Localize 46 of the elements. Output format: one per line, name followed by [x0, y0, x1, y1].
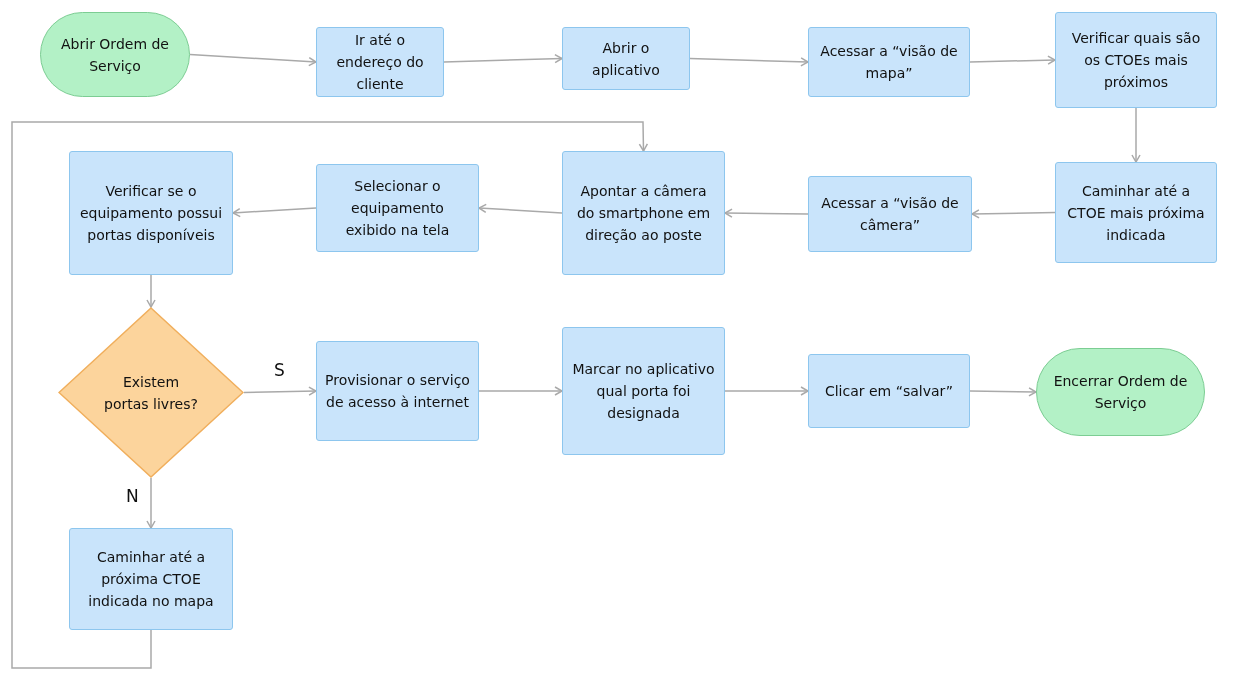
arrow: [146, 477, 156, 529]
node-text: Provisionar o serviço de acesso à internet: [324, 371, 471, 412]
decision-diamond: [58, 307, 244, 478]
node-text: Acessar a “visão de câmera”: [820, 194, 960, 235]
process-box: [808, 27, 970, 97]
node-text: Marcar no aplicativo qual porta foi designada: [571, 360, 716, 423]
arrow: [969, 55, 1056, 65]
arrow: [443, 53, 563, 64]
node-text: Acessar a “visão de mapa”: [819, 42, 959, 83]
process-box: [69, 528, 233, 630]
node-text: Caminhar até a próxima CTOE indicada no mapa: [87, 548, 215, 611]
arrow: [232, 207, 317, 218]
arrow: [724, 386, 809, 396]
process-box: [316, 164, 479, 252]
node-text: Clicar em “salvar”: [823, 382, 955, 401]
process-box: [316, 341, 479, 441]
arrow: [969, 387, 1037, 397]
node-text: Apontar a câmera do smartphone em direção ao poste: [575, 182, 712, 245]
node-text: Existem portas livres?: [103, 372, 199, 414]
node-text: Selecionar o equipamento exibido na tela: [344, 177, 451, 240]
process-box: [808, 176, 972, 252]
process-box: [808, 354, 970, 428]
node-text: Verificar quais são os CTOEs mais próximos: [1070, 29, 1202, 92]
arrow: [724, 208, 809, 218]
arrow: [11, 121, 649, 669]
node-text: Ir até o endereço do cliente: [335, 31, 425, 94]
arrow: [1131, 107, 1141, 163]
arrow: [146, 274, 156, 308]
node-text: Abrir o aplicativo: [591, 38, 661, 80]
arrow: [478, 203, 563, 214]
process-box: [1055, 162, 1217, 263]
arrow: [243, 386, 317, 396]
process-box: [1055, 12, 1217, 108]
arrow: [971, 209, 1056, 219]
arrow: [689, 57, 809, 67]
process-box: [316, 27, 444, 97]
node-text: Abrir Ordem de Serviço: [60, 34, 170, 76]
process-box: [562, 27, 690, 90]
node-text: Caminhar até a CTOE mais próxima indicada: [1066, 181, 1206, 245]
process-box: [562, 327, 725, 455]
arrow: [478, 386, 563, 396]
node-text: Encerrar Ordem de Serviço: [1052, 372, 1189, 413]
node-text: Verificar se o equipamento possui portas disponíveis: [78, 182, 224, 245]
process-box: [69, 151, 233, 275]
process-box: [562, 151, 725, 275]
arrow: [189, 53, 317, 67]
